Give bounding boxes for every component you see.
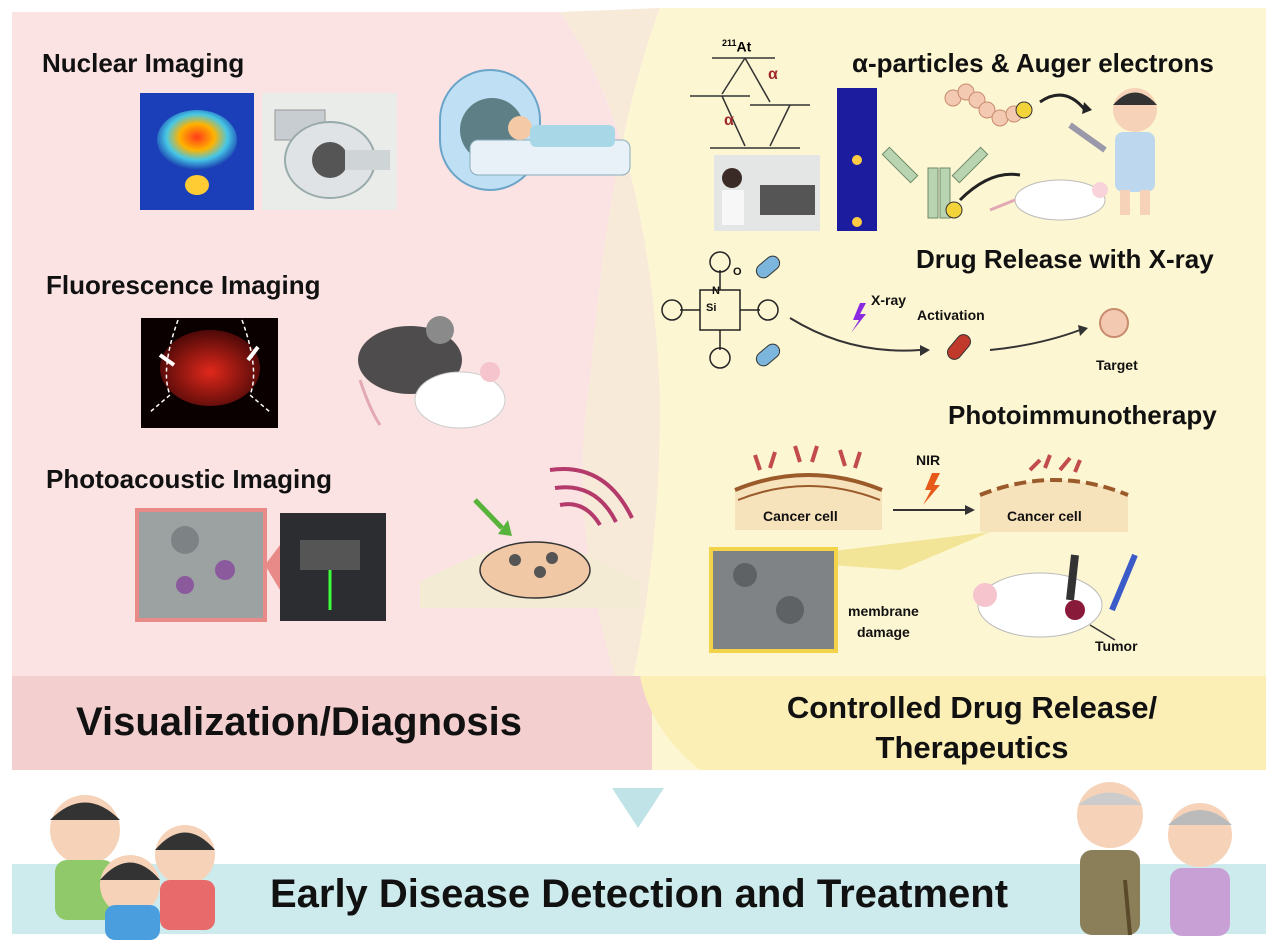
fluorescence-imaging-title: Fluorescence Imaging bbox=[46, 270, 321, 300]
bottom-banner-bg bbox=[12, 864, 1266, 934]
left-panel-bg bbox=[12, 12, 660, 770]
right-panel-bg bbox=[582, 8, 1266, 770]
nir-label: NIR bbox=[916, 452, 941, 468]
alpha-label-1: α bbox=[768, 66, 778, 83]
bottom-banner-label: Early Disease Detection and Treatment bbox=[269, 872, 1009, 916]
isotope-label: 211At bbox=[722, 38, 752, 55]
silicon-atom-label: Si bbox=[706, 302, 717, 314]
xray-label: X-ray bbox=[871, 292, 907, 308]
left-footer-bg bbox=[12, 676, 652, 770]
tumor-label: Tumor bbox=[1095, 638, 1138, 654]
nuclear-imaging-title: Nuclear Imaging bbox=[42, 48, 245, 78]
activation-label: Activation bbox=[917, 307, 985, 323]
right-footer-bg bbox=[640, 676, 1266, 770]
photoacoustic-imaging-title: Photoacoustic Imaging bbox=[46, 464, 333, 494]
drug-release-title: Drug Release with X-ray bbox=[916, 244, 1214, 274]
photoimmunotherapy-title: Photoimmunotherapy bbox=[948, 400, 1217, 430]
alpha-particles-title: α-particles & Auger electrons bbox=[852, 48, 1214, 78]
right-footer-label: Controlled Drug Release/ Therapeutics bbox=[786, 690, 1158, 765]
down-arrow-icon bbox=[612, 788, 664, 828]
oxygen-atom-label: O bbox=[733, 266, 742, 278]
cancer-cell-label-before: Cancer cell bbox=[763, 508, 838, 524]
cancer-cell-label-after: Cancer cell bbox=[1007, 508, 1082, 524]
nitrogen-atom-label: N bbox=[712, 285, 720, 297]
left-footer-label: Visualization/Diagnosis bbox=[76, 700, 523, 744]
target-label: Target bbox=[1096, 357, 1138, 373]
alpha-label-2: α bbox=[724, 112, 734, 129]
membrane-damage-label: membrane damage bbox=[848, 603, 919, 640]
